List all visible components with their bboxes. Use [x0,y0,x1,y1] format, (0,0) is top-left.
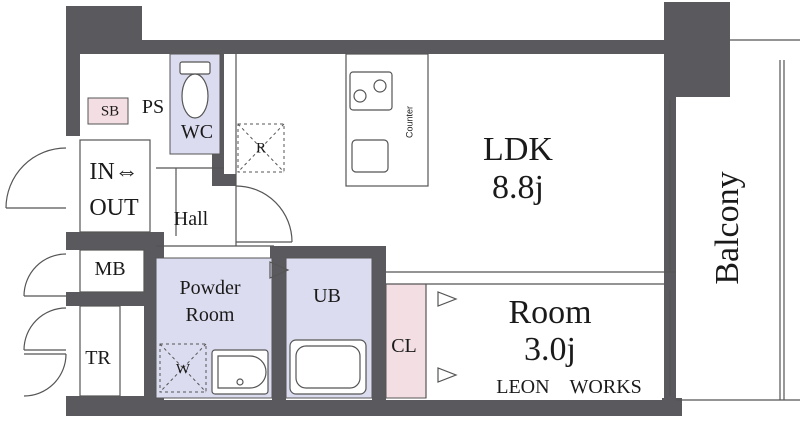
ub-label: UB [313,285,341,307]
mb-label: MB [94,258,126,280]
kitchen-counter [345,53,429,187]
powder-room-label-1: Powder [179,277,241,299]
entry-label-1: IN⇔ [89,159,139,185]
cl-label: CL [391,335,417,357]
room-label: Room [508,294,592,331]
balcony-label: Balcony [709,171,746,285]
walls [66,2,730,416]
sb-label: SB [100,103,120,120]
toilet [179,61,211,119]
wc-label: WC [180,121,214,143]
room-size: 3.0j [524,331,576,368]
powder-room-label-2: Room [185,304,235,326]
w-label: W [175,361,191,378]
ps-label: PS [141,96,165,118]
balcony-outline [669,39,800,401]
doors [5,147,458,397]
tr-label: TR [85,347,111,369]
r-label: R [255,140,267,157]
wash-basin [211,349,269,395]
partition-lines [79,54,676,398]
bathtub [289,339,367,395]
dashed-boxes [159,123,285,393]
counter-label: Counter [404,105,415,139]
hall-label: Hall [173,208,209,230]
brand-label: LEON WORKS [496,376,642,398]
ldk-size: 8.8j [492,169,544,206]
entry-label-2: OUT [89,195,139,221]
ldk-label: LDK [483,131,553,168]
